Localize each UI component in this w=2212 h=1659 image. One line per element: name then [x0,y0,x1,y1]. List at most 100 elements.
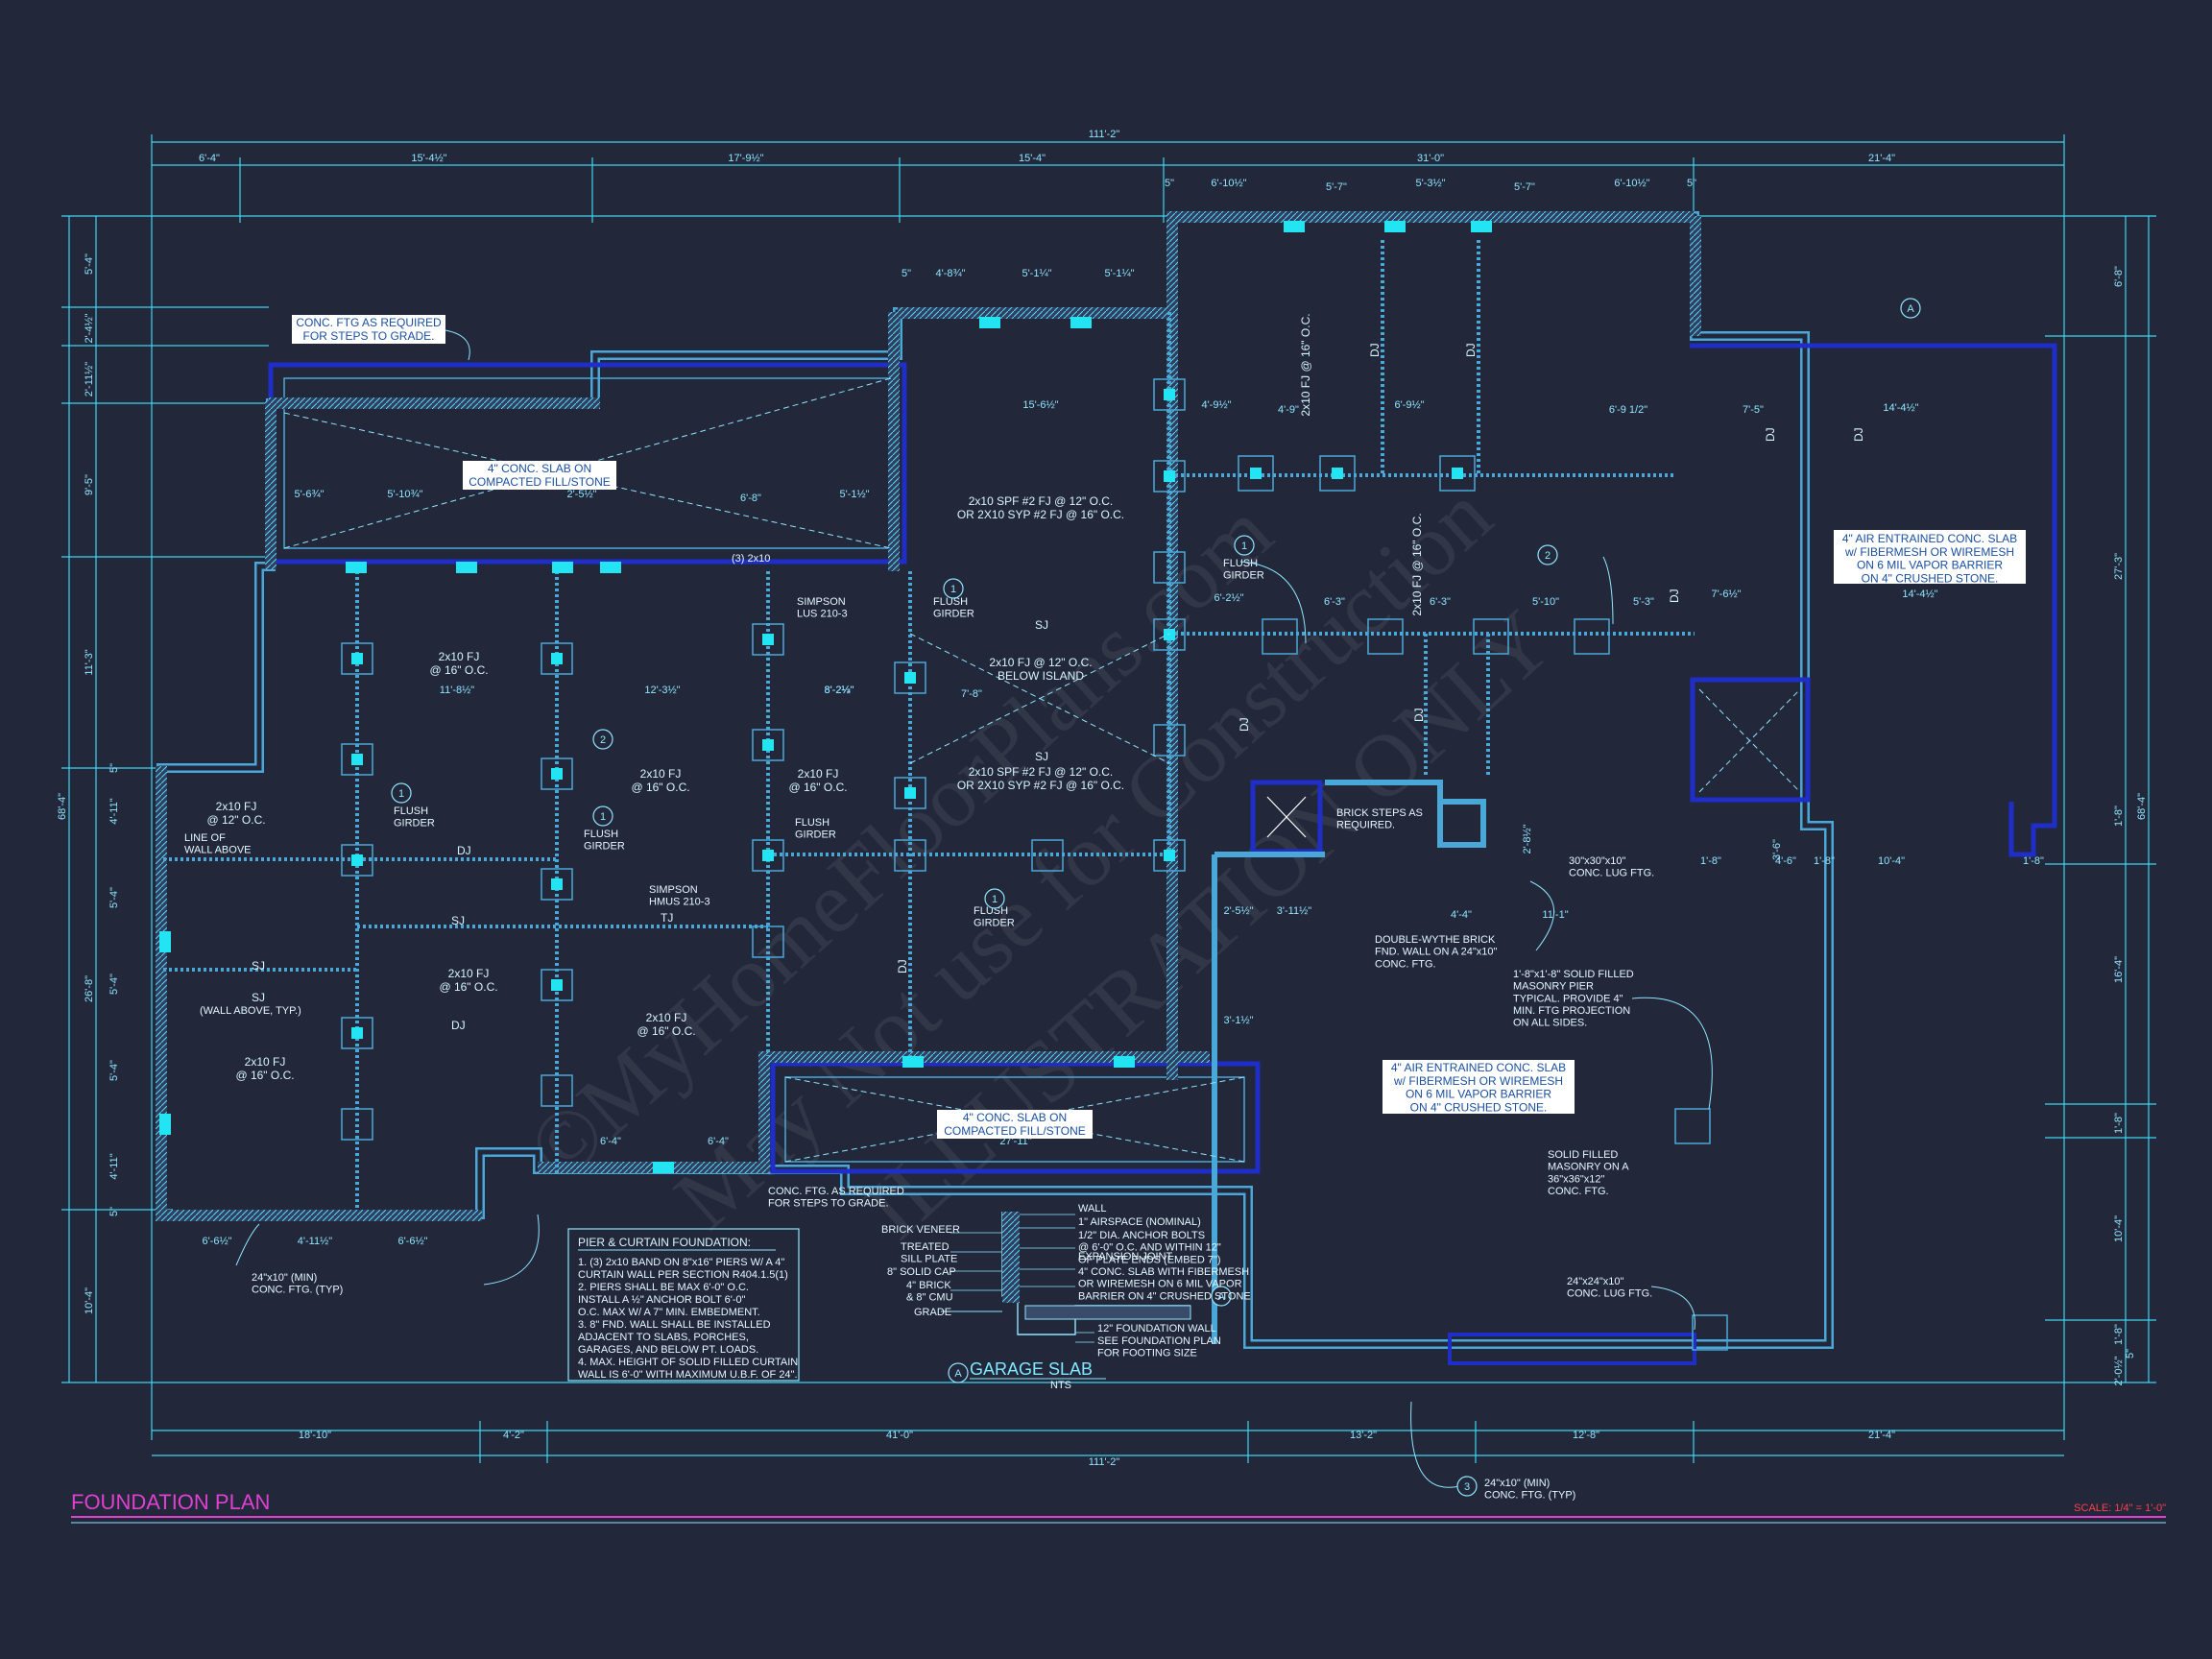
beam-label-15: DJ [1852,427,1865,442]
dim-left-inner-7: 5" [108,1207,120,1216]
joist-label-3: 2x10 FJ@ 16" O.C. [439,967,497,994]
idim-31: 3'-11½" [1277,905,1311,917]
dim-bottom-r2-2: 4'-11½" [298,1236,332,1247]
beam-label-6: TJ [661,911,673,925]
idim-29: 1'-8" [2023,855,2044,867]
drawing-title: FOUNDATION PLAN [71,1490,270,1514]
beam-label-13: SJ [1035,750,1048,763]
dim-right-8: 2'-0½" [2113,1356,2125,1385]
tag-1b: 1 [600,811,606,823]
dim-top-r3-2: 4'-8¾" [935,268,965,279]
beam-labels: DJ DJ SJ SJ SJ TJ DJ DJ DJ DJ DJ SJ SJ D… [252,343,1865,1032]
tag-3: 3 [1464,1481,1470,1493]
note-lug-ftg-24: 24"x24"x10"CONC. LUG FTG. [1567,1276,1652,1300]
idim-22: 7'-5" [1743,404,1764,416]
idim-8: 5'-6¾" [294,489,324,500]
joist-label-4: 2x10 FJ@ 16" O.C. [637,1011,695,1038]
idim-13: 12'-3½" [644,685,680,696]
idim-25: 4'-6" [1775,855,1796,867]
idim-11: 8'-2¼" [824,685,854,696]
dim-bottom-6: 21'-4" [1868,1430,1895,1441]
tag-1a: 1 [398,788,404,800]
joist-label-9: 2x10 FJ @ 12" O.C.BELOW ISLAND [989,656,1092,683]
dim-overall-top: 111'-2" [1089,129,1120,140]
dimensions-bottom: 18'-10" 4'-2" 41'-0" 13'-2" 12'-8" 21'-4… [202,1236,1895,1468]
joist-labels: 2x10 FJ@ 16" O.C. 2x10 FJ@ 16" O.C. 2x10… [206,313,1424,1081]
dim-left-inner-1: 5" [108,763,120,773]
idim-4: 6'-9½" [1394,399,1424,411]
beam-label-8: DJ [1368,343,1382,357]
beam-label-16: DJ [1764,427,1777,442]
beam-label-11: DJ [1412,708,1426,722]
joist-label-1: 2x10 FJ@ 16" O.C. [429,650,488,677]
tag-1d: 1 [950,584,956,595]
joist-label-2: 2x10 FJ@ 16" O.C. [631,767,689,794]
note-conc-ftg-typ-bottom: 24"x10" (MIN)CONC. FTG. (TYP) [1484,1478,1575,1502]
dim-left-7: 10'-4" [84,1287,95,1314]
dim-top-r3-3: 5'-1¼" [1022,268,1051,279]
dim-right-1: 6'-8" [2113,266,2125,287]
tag-2b: 2 [1545,550,1551,562]
garage-slab-detail: WALL 1" AIRSPACE (NOMINAL) 1/2" DIA. ANC… [881,1203,1251,1391]
reference-tags [391,298,1921,1497]
idim-21: 7'-6½" [1711,589,1741,600]
dim-right-5: 1'-8" [2113,1113,2125,1134]
idim-30: 2'-5½" [1223,905,1253,917]
beam-label-3: SJ [451,914,465,927]
dim-top-6: 21'-4" [1868,153,1895,164]
dim-top-1: 6'-4" [199,153,220,164]
title-block: FOUNDATION PLAN SCALE: 1/4" = 1'-0" [71,1490,2166,1524]
pier-note-line-1: 1. (3) 2x10 BAND ON 8"x16" PIERS W/ A 4" [578,1257,784,1268]
garage-detail-nts: NTS [1050,1380,1071,1391]
joist-label-8: 2x10 SPF #2 FJ @ 12" O.C.OR 2X10 SYP #2 … [957,494,1124,521]
pier-note-line-8: GARAGES, AND BELOW PT. LOADS. [578,1344,758,1356]
dim-overall-bottom: 111'-2" [1089,1456,1120,1468]
idim-5: 6'-9 1/2" [1609,404,1647,416]
idim-6: 6'-8" [740,493,761,504]
garage-left-label-4: 4" BRICK& 8" CMU [906,1280,953,1304]
garage-right-label-3: 1/2" DIA. ANCHOR BOLTS@ 6'-0" O.C. AND W… [1078,1230,1221,1265]
garage-right-label-6: 12" FOUNDATION WALL [1097,1323,1216,1334]
dim-bottom-r2-1: 6'-6½" [202,1236,231,1247]
drawing-scale: SCALE: 1/4" = 1'-0" [2074,1503,2166,1514]
idim-1: 15'-6½" [1022,399,1058,411]
idim-19: 5'-10" [1532,596,1559,608]
dim-left-inner-6: 4'-11" [108,1153,120,1179]
beam-label-10: DJ [1238,717,1251,732]
idim-18: 6'-3" [1430,596,1451,608]
idim-20: 5'-3" [1633,596,1654,608]
beam-label-9: DJ [1464,343,1478,357]
dim-top-4: 15'-4" [1019,153,1046,164]
dim-top-3: 17'-9½" [728,153,763,164]
dim-right-overall: 68'-4" [2136,793,2148,820]
idim-33: 11'-1" [1542,909,1568,921]
dim-top-r2-5: 5'-7" [1514,181,1535,193]
dim-left-inner-4: 5'-4" [108,974,120,995]
dim-bottom-r2-3: 6'-6½" [397,1236,427,1247]
dim-top-r2-4: 5'-3½" [1415,178,1445,189]
beam-label-7: DJ [896,959,909,974]
brick-steps-symbol [1266,796,1307,838]
dim-right-2: 27'-3" [2113,553,2125,580]
dim-right-4: 16'-4" [2113,956,2125,983]
dim-left-2: 2'-4½" [84,313,95,343]
beam-label-1: DJ [457,844,471,857]
idim-39: 3'-6" [1771,839,1783,860]
idim-15: 7'-8" [961,688,982,700]
idim-9: 5'-10¾" [387,489,422,500]
idim-2: 4'-9½" [1201,399,1231,411]
